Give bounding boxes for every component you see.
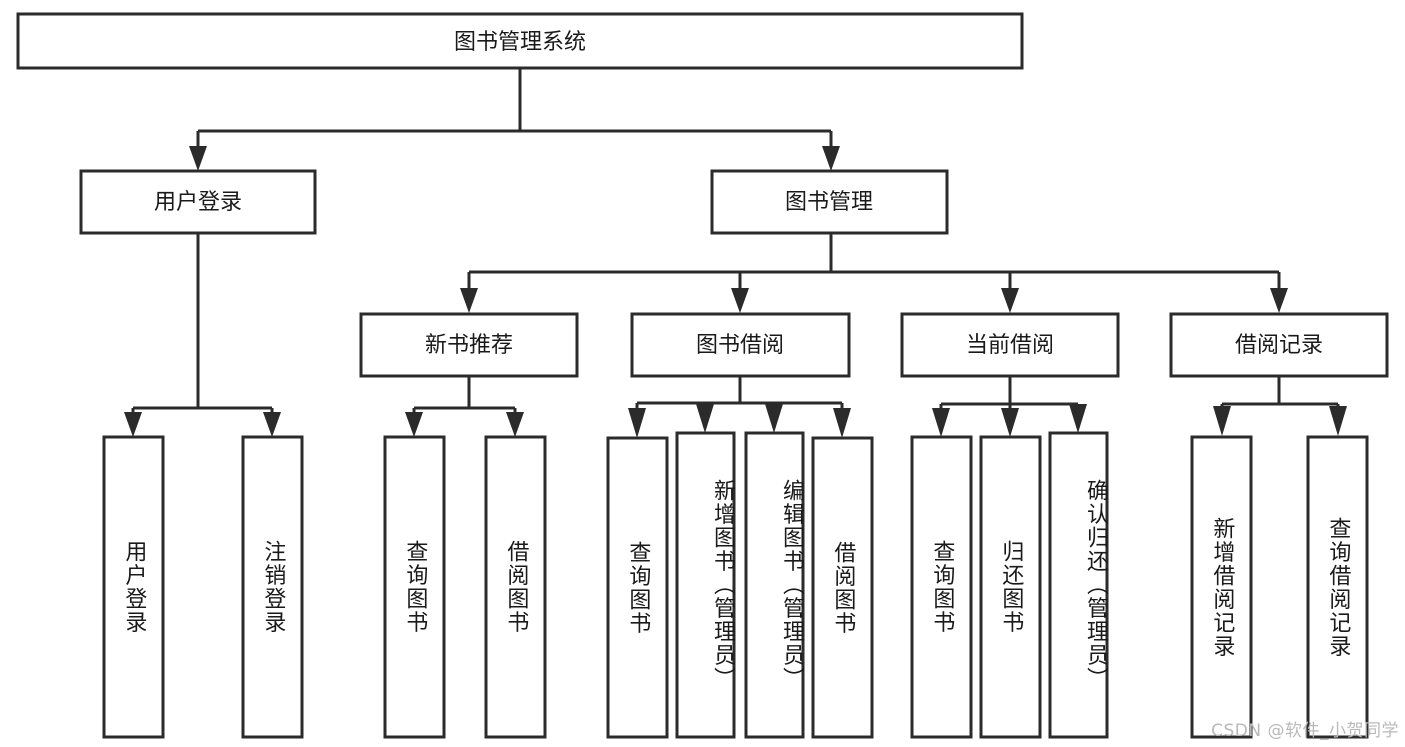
connector-userlogin-to-leaves bbox=[124, 233, 281, 437]
node-new-book-recommend-label: 新书推荐 bbox=[425, 333, 513, 358]
node-book-borrow[interactable]: 图书借阅 bbox=[630, 312, 851, 378]
leaf-box-current-borrow-0[interactable] bbox=[910, 435, 973, 739]
connector-newbook-to-leaves bbox=[405, 376, 524, 437]
leaf-box-new-book-1[interactable] bbox=[484, 435, 547, 739]
leaf-box-new-book-0[interactable] bbox=[383, 435, 446, 739]
node-borrow-record[interactable]: 借阅记录 bbox=[1169, 312, 1389, 378]
node-current-borrow-label: 当前借阅 bbox=[966, 333, 1054, 358]
connector-bookmgmt-to-level3 bbox=[460, 233, 1288, 313]
connector-root-to-level2 bbox=[189, 68, 840, 171]
node-book-management-label: 图书管理 bbox=[785, 190, 873, 215]
leaf-box-book-borrow-1[interactable] bbox=[675, 431, 736, 739]
leaf-box-book-borrow-2[interactable] bbox=[744, 431, 805, 739]
connector-borrowrecord-to-leaves bbox=[1213, 376, 1347, 436]
node-book-management[interactable]: 图书管理 bbox=[710, 169, 949, 235]
connector-currentborrow-to-leaves bbox=[932, 376, 1087, 437]
leaf-box-borrow-record-0[interactable] bbox=[1190, 435, 1253, 739]
node-new-book-recommend[interactable]: 新书推荐 bbox=[359, 312, 579, 378]
node-user-login-label: 用户登录 bbox=[154, 190, 242, 215]
leaf-box-book-borrow-0[interactable] bbox=[606, 436, 669, 739]
node-book-borrow-label: 图书借阅 bbox=[696, 333, 784, 358]
leaf-box-user-login-0[interactable] bbox=[102, 435, 165, 739]
connector-bookborrow-to-leaves bbox=[628, 376, 851, 438]
leaf-box-current-borrow-1[interactable] bbox=[979, 435, 1042, 739]
node-root-label: 图书管理系统 bbox=[454, 30, 586, 55]
watermark-text: CSDN @软件_小贺同学 bbox=[1211, 721, 1399, 741]
node-current-borrow[interactable]: 当前借阅 bbox=[900, 312, 1120, 378]
leaf-box-borrow-record-1[interactable] bbox=[1306, 435, 1369, 739]
leaf-box-user-login-1[interactable] bbox=[241, 435, 304, 739]
node-borrow-record-label: 借阅记录 bbox=[1235, 333, 1323, 358]
node-root[interactable]: 图书管理系统 bbox=[16, 12, 1024, 70]
leaf-box-book-borrow-3[interactable] bbox=[811, 436, 874, 739]
leaf-box-current-borrow-2[interactable] bbox=[1048, 431, 1109, 739]
node-user-login[interactable]: 用户登录 bbox=[79, 169, 317, 235]
